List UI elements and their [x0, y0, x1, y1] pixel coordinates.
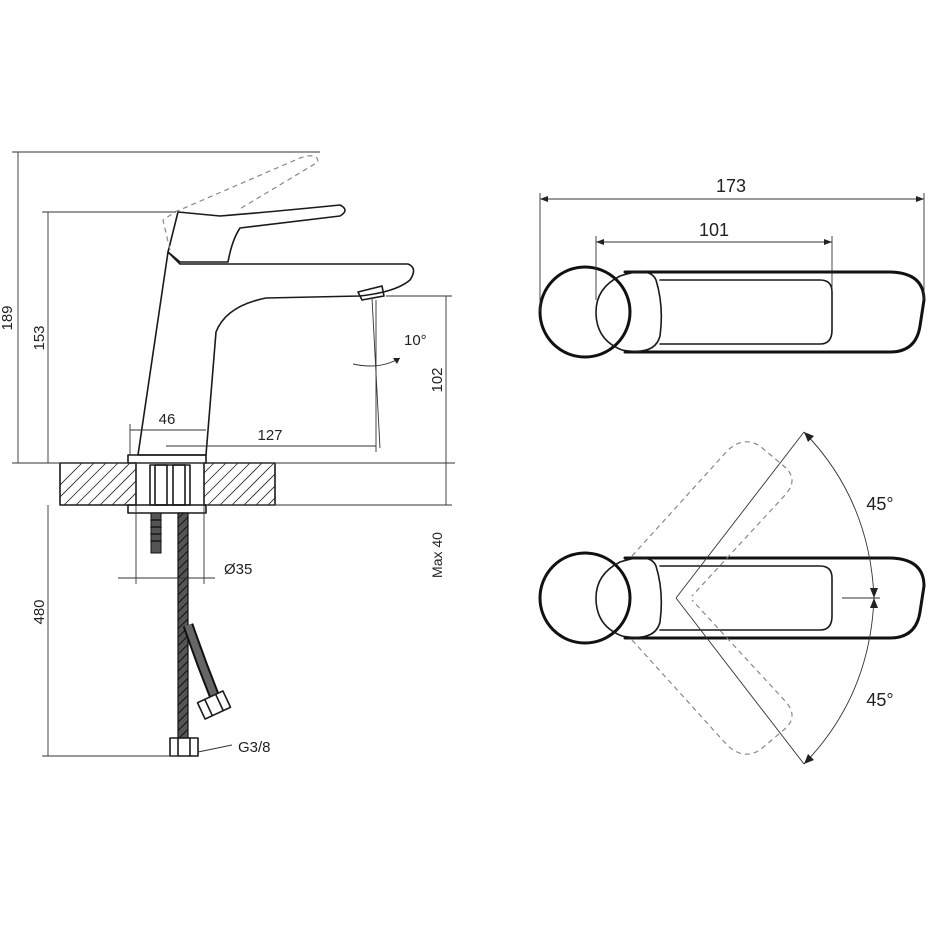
dim-spout-reach-label: 127 — [257, 427, 282, 444]
dim-height-spout-label: 102 — [429, 367, 446, 392]
dim-counter-max-label: Max 40 — [429, 532, 445, 578]
top-view: 173 101 — [538, 176, 926, 359]
dim-top-length-label: 173 — [716, 176, 746, 196]
dim-height-handle-label: 153 — [31, 325, 48, 350]
rotation-left-label: 45° — [866, 494, 893, 514]
countertop — [59, 462, 276, 507]
dim-height-total-label: 189 — [0, 305, 16, 330]
side-dimensions — [12, 151, 455, 757]
rotation-view: 45° 45° — [538, 431, 926, 765]
rotation-right-label: 45° — [866, 690, 893, 710]
dim-spout-angle-label: 10° — [404, 332, 427, 349]
dim-thread-label: G3/8 — [238, 739, 271, 756]
dim-hose-length-label: 480 — [31, 599, 48, 624]
side-view: 189 153 102 Max 40 480 46 127 10° Ø35 G3… — [0, 151, 455, 757]
dim-base-width-label: 46 — [159, 411, 176, 428]
dim-hole-diameter-label: Ø35 — [224, 561, 252, 578]
under-counter-assembly — [127, 464, 233, 757]
dim-top-handle-length-label: 101 — [699, 220, 729, 240]
